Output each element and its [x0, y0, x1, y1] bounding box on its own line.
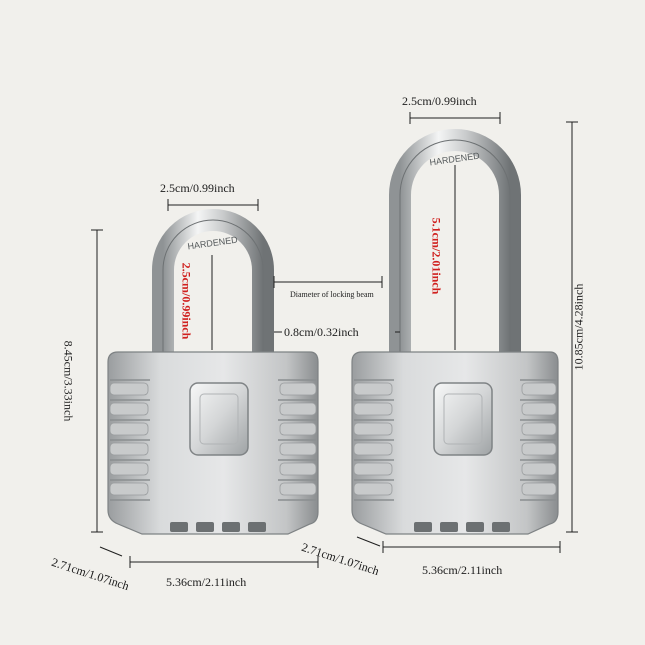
dimension-lines — [91, 112, 578, 568]
short-hardened-stamp: HARDENED — [187, 234, 239, 251]
short-clearance-label: 2.5cm/0.99inch — [179, 262, 194, 340]
long-body-width-label: 5.36cm/2.11inch — [422, 563, 503, 577]
beam-caption: Diameter of locking beam — [290, 290, 374, 299]
long-total-height-label: 10.85cm/4.28inch — [571, 283, 586, 371]
beam-diameter-label: 0.8cm/0.32inch — [284, 325, 359, 339]
long-shackle-width-label: 2.5cm/0.99inch — [402, 94, 477, 108]
long-fingerprint-button-icon — [433, 382, 493, 456]
long-clearance-label: 5.1cm/2.01inch — [429, 217, 444, 295]
short-body-width-label: 5.36cm/2.11inch — [166, 575, 247, 589]
short-shackle-width-label: 2.5cm/0.99inch — [160, 181, 235, 195]
long-padlock — [351, 129, 559, 535]
short-total-height-label: 8.45cm/3.33inch — [61, 340, 76, 422]
short-fingerprint-button-icon — [189, 382, 249, 456]
short-padlock — [107, 209, 319, 535]
